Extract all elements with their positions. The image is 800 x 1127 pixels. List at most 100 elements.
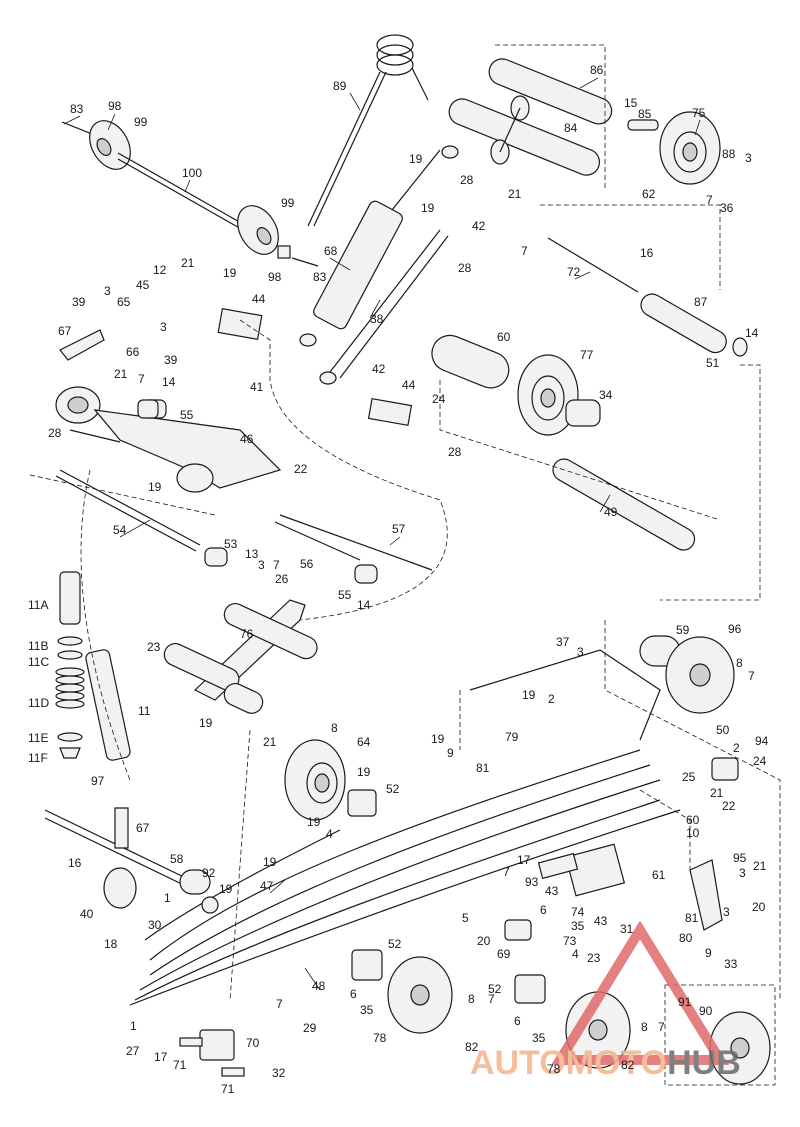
callout-79: 79: [505, 730, 519, 744]
callout-58: 58: [170, 852, 184, 866]
callout-27: 27: [126, 1044, 140, 1058]
callout-80: 80: [679, 931, 693, 945]
callout-14: 14: [357, 598, 371, 612]
callout-51: 51: [706, 356, 720, 370]
callout-15: 15: [624, 96, 638, 110]
callout-6: 6: [350, 987, 357, 1001]
callout-7: 7: [138, 372, 145, 386]
callout-6: 6: [540, 903, 547, 917]
callout-67: 67: [58, 324, 72, 338]
callout-37: 37: [556, 635, 570, 649]
callout-1: 1: [164, 891, 171, 905]
callout-16: 16: [68, 856, 82, 870]
callout-5: 5: [462, 911, 469, 925]
callout-82: 82: [465, 1040, 479, 1054]
callout-21: 21: [753, 859, 767, 873]
callout-16: 16: [640, 246, 654, 260]
callout-99: 99: [281, 196, 295, 210]
watermark-triangle: [551, 920, 729, 1065]
dashed-boxes: [29, 44, 781, 1086]
callout-39: 39: [72, 295, 86, 309]
callout-49: 49: [604, 505, 618, 519]
callout-55: 55: [180, 408, 194, 422]
callout-9: 9: [705, 946, 712, 960]
callout-83: 83: [313, 270, 327, 284]
callout-7: 7: [276, 997, 283, 1011]
callout-7: 7: [521, 244, 528, 258]
callout-94: 94: [755, 734, 769, 748]
callout-71: 71: [173, 1058, 187, 1072]
callout-28: 28: [460, 173, 474, 187]
callout-2: 2: [548, 692, 555, 706]
upper-rear-shaft-86: [448, 58, 721, 185]
callout-36: 36: [720, 201, 734, 215]
callout-44: 44: [252, 292, 266, 306]
part-drawings: [29, 34, 781, 1086]
callout-35: 35: [360, 1003, 374, 1017]
callout-8: 8: [641, 1020, 648, 1034]
callout-72: 72: [567, 265, 581, 279]
callout-1: 1: [130, 1019, 137, 1033]
callout-81: 81: [685, 911, 699, 925]
lower-wheels-78: [351, 919, 771, 1085]
idler-wheel-77: [431, 334, 696, 551]
callout-39: 39: [164, 353, 178, 367]
callout-40: 40: [80, 907, 94, 921]
callout-17: 17: [154, 1050, 168, 1064]
callout-6: 6: [514, 1014, 521, 1028]
callout-28: 28: [48, 426, 62, 440]
callout-67: 67: [136, 821, 150, 835]
callout-54: 54: [113, 523, 127, 537]
callout-52: 52: [388, 937, 402, 951]
callout-82: 82: [621, 1058, 635, 1072]
callout-89: 89: [333, 79, 347, 93]
callout-11: 11: [138, 704, 151, 718]
callout-21: 21: [710, 786, 724, 800]
callout-21: 21: [181, 256, 195, 270]
callout-4: 4: [326, 827, 333, 841]
callout-68: 68: [324, 244, 338, 258]
callout-98: 98: [108, 99, 122, 113]
callout-24: 24: [753, 754, 767, 768]
callout-70: 70: [246, 1036, 260, 1050]
callout-97: 97: [91, 774, 105, 788]
callout-78: 78: [547, 1062, 561, 1076]
callout-38: 38: [370, 312, 384, 326]
callout-35: 35: [532, 1031, 546, 1045]
plates-44: [59, 308, 413, 427]
callout-20: 20: [477, 934, 491, 948]
callout-22: 22: [294, 462, 308, 476]
callout-14: 14: [745, 326, 759, 340]
slide-rails: [129, 649, 681, 1006]
callout-3: 3: [104, 284, 111, 298]
callout-96: 96: [728, 622, 742, 636]
callout-83: 83: [70, 102, 84, 116]
callout-74: 74: [571, 905, 585, 919]
callout-88: 88: [722, 147, 736, 161]
callout-86: 86: [590, 63, 604, 77]
leader-lines: [63, 77, 701, 991]
callout-46: 46: [240, 432, 254, 446]
callout-59: 59: [676, 623, 690, 637]
callout-11E: 11E: [28, 731, 48, 745]
callout-34: 34: [599, 388, 613, 402]
callout-98: 98: [268, 270, 282, 284]
callout-8: 8: [468, 992, 475, 1006]
cross-shafts: [55, 469, 433, 584]
callout-41: 41: [250, 380, 264, 394]
callout-7: 7: [503, 865, 510, 879]
callout-43: 43: [545, 884, 559, 898]
callout-19: 19: [223, 266, 237, 280]
callout-7: 7: [706, 193, 713, 207]
callout-19: 19: [522, 688, 536, 702]
callout-18: 18: [104, 937, 118, 951]
callout-71: 71: [221, 1082, 235, 1096]
callout-19: 19: [148, 480, 162, 494]
callout-3: 3: [577, 645, 584, 659]
callout-52: 52: [386, 782, 400, 796]
callout-13: 13: [245, 547, 259, 561]
torsion-spring-89: [307, 34, 429, 227]
rear-wheel-96: [639, 635, 735, 714]
callout-23: 23: [587, 951, 601, 965]
